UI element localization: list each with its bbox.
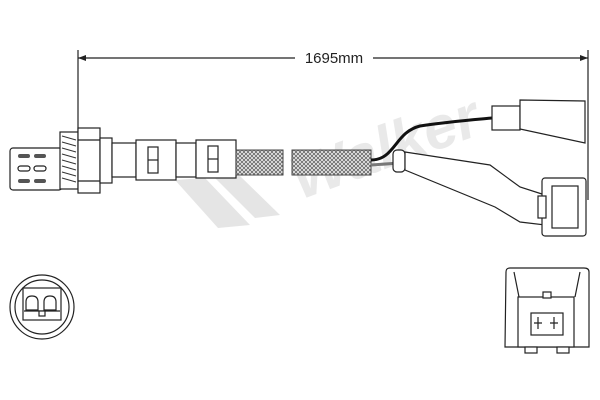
braided-cable: [235, 149, 372, 176]
black-wire: [370, 116, 493, 162]
sensor-hex-nut: [77, 127, 113, 194]
plug-connector: [392, 149, 587, 237]
ground-connector: [491, 99, 586, 144]
dimension-label: 1695mm: [305, 50, 363, 67]
sensor-probe: [9, 147, 63, 191]
harness-connector-end-view: [504, 267, 590, 354]
sensor-connector-end-view: [9, 274, 75, 340]
sensor-shell: [111, 139, 237, 181]
dimension-line: 1695mm: [77, 50, 589, 200]
sensor-thread: [59, 131, 79, 190]
